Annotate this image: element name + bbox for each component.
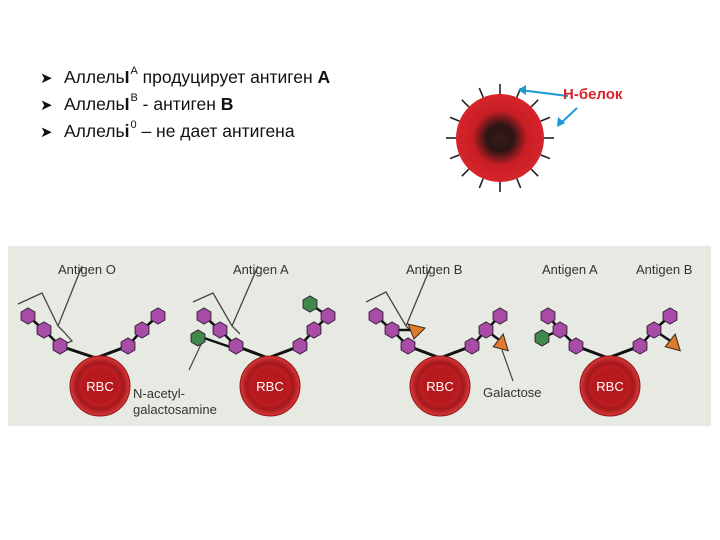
- sugar-hexagon: [120, 337, 136, 355]
- rbc-center: [82, 368, 118, 404]
- arrowhead-bullet-icon: ➤: [40, 123, 53, 141]
- antigen-letter: В: [220, 94, 234, 114]
- bullet-rest: продуцирует антиген: [137, 67, 318, 87]
- spike: [449, 116, 460, 122]
- gene-symbol: I: [124, 67, 130, 87]
- antigen-bracket-line: [57, 265, 83, 327]
- spike: [540, 116, 551, 122]
- pointer-line: [501, 349, 514, 382]
- galactose-triangle: [407, 323, 426, 340]
- allele-superscript: B: [130, 91, 138, 104]
- antigen-label: Antigen B: [406, 262, 462, 277]
- sugar-hexagon: [228, 337, 244, 355]
- spike: [530, 168, 539, 177]
- antigen-label: Antigen O: [58, 262, 116, 277]
- nag-hexagon: [190, 329, 206, 347]
- spike: [449, 154, 460, 160]
- rbc-label: RBC: [426, 379, 453, 394]
- h-protein-cell-figure: [446, 84, 578, 192]
- sugar-hexagon: [632, 337, 648, 355]
- rbc-label: RBC: [86, 379, 113, 394]
- antigen-letter: А: [317, 67, 331, 87]
- bullet-prefix: Аллель: [64, 67, 125, 87]
- spike: [530, 99, 539, 108]
- sugar-hexagon: [52, 337, 68, 355]
- rbc-label: RBC: [596, 379, 623, 394]
- sugar-hexagon: [212, 321, 228, 339]
- sugar-hexagon: [20, 307, 36, 325]
- bullet-prefix: Аллель: [64, 94, 125, 114]
- sugar-hexagon: [540, 307, 556, 325]
- sugar-hexagon: [36, 321, 52, 339]
- sugar-hexagon: [292, 337, 308, 355]
- spike: [478, 178, 484, 189]
- antigen-label: Antigen A: [233, 262, 289, 277]
- spike: [461, 168, 470, 177]
- allele-superscript: 0: [130, 118, 137, 131]
- antigen-bracket-line: [17, 292, 65, 333]
- arrowhead-bullet-icon: ➤: [40, 96, 53, 114]
- h-protein-label: Н-белок: [563, 86, 623, 103]
- bullet-rest: – не дает антигена: [136, 121, 295, 141]
- sugar-hexagon: [400, 337, 416, 355]
- arrowhead-icon: [557, 117, 565, 127]
- sugar-hexagon: [552, 321, 568, 339]
- antigen-bracket-line: [231, 265, 259, 327]
- galactose-triangle: [492, 333, 509, 352]
- sugar-hexagon: [464, 337, 480, 355]
- nag-label-line1: N-acetyl-: [133, 386, 185, 401]
- gene-symbol: I: [124, 94, 130, 114]
- sugar-hexagon: [478, 321, 494, 339]
- sugar-hexagon: [306, 321, 322, 339]
- gene-symbol: i: [124, 121, 130, 141]
- sugar-hexagon: [646, 321, 662, 339]
- antigen-label: Antigen A: [542, 262, 598, 277]
- sugar-hexagon: [368, 307, 384, 325]
- galactose-label: Galactose: [483, 385, 542, 400]
- sugar-hexagon: [662, 307, 678, 325]
- sugar-hexagon: [196, 307, 212, 325]
- nag-hexagon: [534, 329, 550, 347]
- sugar-hexagon: [568, 337, 584, 355]
- allele-superscript: A: [130, 64, 138, 77]
- bullet-rest: - антиген: [137, 94, 221, 114]
- sugar-hexagon: [150, 307, 166, 325]
- rbc-label: RBC: [256, 379, 283, 394]
- rbc-center: [592, 368, 628, 404]
- antigen-diagram-panel: RBC RBC RBC RBC Antigen O Antigen A Antigen…: [8, 246, 711, 426]
- antigen-label: Antigen B: [636, 262, 692, 277]
- spike: [540, 154, 551, 160]
- antigen-bracket-line: [192, 292, 241, 335]
- rbc-center: [252, 368, 288, 404]
- arrowhead-icon: [518, 85, 526, 95]
- spike: [516, 178, 522, 189]
- pointer-arrow-icon: [519, 89, 569, 97]
- nag-label-line2: galactosamine: [133, 402, 217, 417]
- spike: [478, 87, 484, 98]
- sugar-hexagon: [134, 321, 150, 339]
- sugar-hexagon: [492, 307, 508, 325]
- spike: [461, 99, 470, 108]
- galactose-triangle: [664, 333, 681, 352]
- antigen-bracket-line: [405, 265, 432, 327]
- arrowhead-bullet-icon: ➤: [40, 69, 53, 87]
- sugar-hexagon: [320, 307, 336, 325]
- antigen-diagram: RBC RBC RBC RBC Antigen O Antigen A Antigen…: [17, 262, 692, 417]
- nag-hexagon: [302, 295, 318, 313]
- rbc-center: [422, 368, 458, 404]
- bullet-prefix: Аллель: [64, 121, 125, 141]
- sugar-hexagon: [384, 321, 400, 339]
- red-blood-cell-icon: [456, 94, 544, 182]
